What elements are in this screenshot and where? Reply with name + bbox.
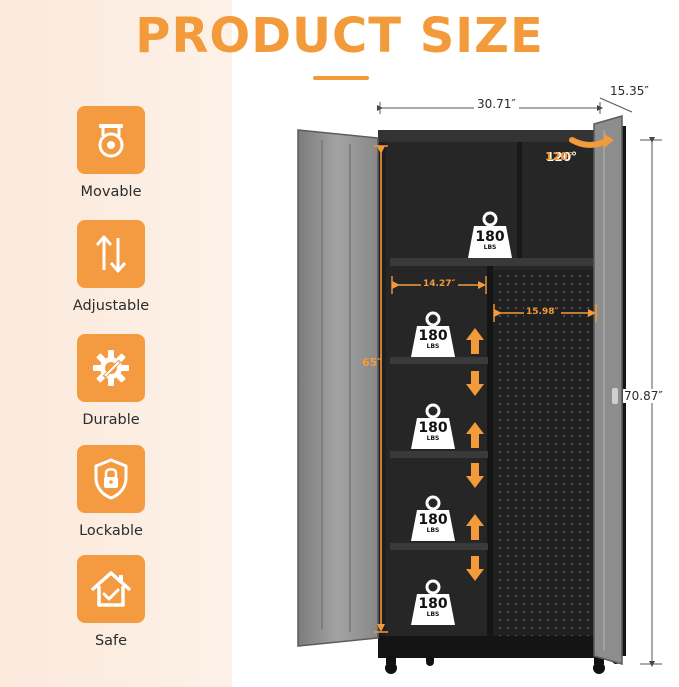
weight-icon-top	[468, 211, 512, 258]
door-angle-label: 120°	[546, 150, 577, 164]
feature-label: Lockable	[79, 523, 143, 539]
depth-dimension	[599, 97, 633, 113]
feature-label: Safe	[94, 633, 128, 649]
shelf-adjust-arrows	[466, 328, 484, 581]
load-label-shelf-3: 180 LBS	[418, 512, 448, 534]
caster-wheel-icon	[77, 106, 145, 174]
adjust-arrows-icon	[77, 220, 145, 288]
weight-icon-shelf-4	[411, 579, 455, 625]
height-label: 70.87″	[623, 389, 664, 403]
weight-icon-shelf-3	[411, 495, 455, 541]
page-title: PRODUCT SIZE	[135, 8, 544, 64]
left-shelf-width-label: 14.27″	[421, 279, 458, 289]
right-door	[593, 115, 623, 665]
house-check-icon	[77, 555, 145, 623]
feature-label: Movable	[80, 184, 142, 200]
gear-wrench-icon	[77, 334, 145, 402]
feature-durable: Durable	[56, 334, 166, 428]
inner-height-label: 65″	[362, 356, 383, 369]
inner-height-dimension	[374, 145, 388, 633]
right-width-label: 15.98″	[524, 307, 561, 317]
shield-lock-icon	[77, 445, 145, 513]
feature-lockable: Lockable	[56, 445, 166, 539]
door-angle-text: 120°	[545, 150, 574, 163]
width-label: 30.71″	[474, 97, 519, 111]
weight-icon-shelf-2	[411, 403, 455, 449]
feature-label: Adjustable	[72, 298, 150, 314]
feature-movable: Movable	[56, 106, 166, 200]
feature-adjustable: Adjustable	[56, 220, 166, 314]
weight-icon-shelf-1	[411, 311, 455, 357]
cabinet-body	[378, 126, 626, 658]
feature-label: Durable	[82, 412, 140, 428]
title-underline	[313, 76, 369, 80]
load-label-shelf-2: 180 LBS	[418, 420, 448, 442]
depth-label: 15.35″	[610, 84, 649, 98]
load-label-shelf-4: 180 LBS	[418, 596, 448, 618]
door-swing-icon	[569, 134, 614, 148]
load-label-top: 180 LBS	[475, 229, 505, 251]
left-door	[297, 129, 379, 647]
load-label-shelf-1: 180 LBS	[418, 328, 448, 350]
feature-safe: Safe	[56, 555, 166, 649]
